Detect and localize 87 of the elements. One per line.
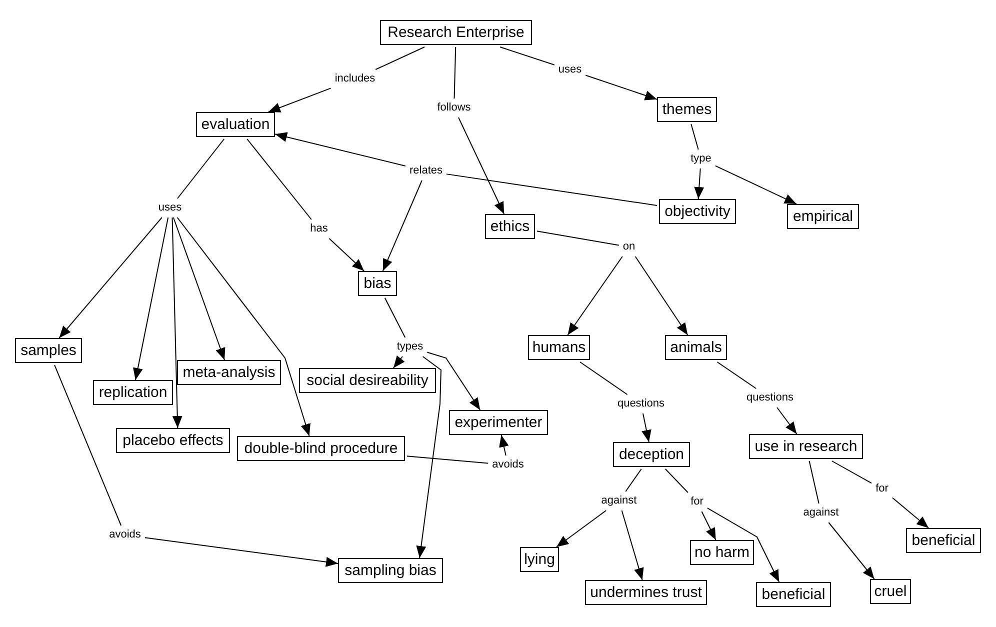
connector-line [808, 460, 820, 504]
connector-line [406, 456, 489, 464]
concept-box: animals [665, 335, 727, 360]
linking-phrase: uses [157, 202, 183, 214]
arrow [416, 356, 442, 558]
arrow [268, 88, 332, 112]
concept-box: evaluation [196, 112, 275, 137]
arrow [499, 434, 509, 456]
concept-box: use in research [749, 434, 863, 459]
arrow [172, 217, 182, 428]
linking-phrase: type [690, 152, 712, 166]
arrow [828, 522, 875, 580]
concept-box: replication [93, 380, 173, 405]
concept-box: cruel [870, 579, 911, 604]
arrow [176, 217, 310, 436]
arrow [556, 510, 607, 548]
concept-box: Research Enterprise [380, 20, 532, 45]
arrow [634, 256, 688, 336]
arrow [144, 537, 338, 567]
connector-line [716, 362, 757, 389]
concept-box: samples [15, 338, 82, 363]
linking-phrase: questions [745, 392, 795, 404]
arrow [58, 217, 162, 338]
linking-phrase: uses [557, 64, 583, 76]
connector-line [454, 46, 456, 99]
arrow [642, 413, 652, 442]
linking-phrase: avoids [491, 458, 525, 472]
concept-box: undermines trust [585, 580, 707, 605]
connector-line [246, 138, 312, 220]
concept-box: meta-analysis [177, 360, 281, 385]
arrow [585, 74, 658, 100]
arrow [714, 165, 797, 204]
connector-line [690, 124, 699, 150]
arrow [694, 168, 704, 200]
arrow [776, 407, 798, 434]
linking-phrase: on [622, 240, 636, 254]
arrow [426, 352, 481, 410]
arrow [567, 256, 623, 336]
concept-box: objectivity [659, 199, 736, 224]
arrow [382, 180, 422, 272]
arrow [621, 510, 644, 580]
concept-box: placebo effects [116, 428, 230, 453]
connector-line [536, 230, 620, 246]
connector-line [625, 468, 642, 492]
connector-line [580, 362, 628, 395]
linking-phrase: has [309, 222, 329, 236]
arrow [392, 355, 405, 368]
concept-box: empirical [787, 204, 859, 229]
linking-phrase: for [874, 482, 890, 496]
connector-line [664, 468, 688, 493]
arrow [274, 132, 406, 166]
connector-line [384, 298, 406, 338]
arrow [701, 511, 716, 540]
concept-box: humans [528, 335, 590, 360]
connector-line [176, 138, 225, 199]
concept-box: social desireability [299, 368, 436, 393]
linking-phrase: for [690, 496, 704, 508]
concept-box: beneficial [906, 528, 981, 553]
linking-phrase: relates [408, 164, 444, 178]
concept-box: double-blind procedure [237, 436, 405, 461]
arrow [328, 238, 365, 272]
linking-phrase: types [396, 340, 424, 354]
connector-line [54, 364, 122, 526]
connector-line [500, 46, 555, 66]
linking-phrase: against [802, 506, 840, 520]
connector-line [831, 460, 872, 484]
connector-line [375, 46, 425, 70]
arrow [172, 217, 226, 360]
concept-box: deception [613, 442, 690, 467]
arrow [892, 497, 930, 528]
concept-box: lying [520, 547, 559, 572]
concept-box: beneficial [756, 582, 831, 607]
concept-box: experimenter [449, 410, 548, 435]
arrow [458, 117, 505, 214]
connector-line [446, 174, 658, 206]
concept-box: sampling bias [338, 558, 443, 583]
concept-box: no harm [690, 540, 754, 565]
linking-phrase: follows [436, 102, 472, 114]
arrow [132, 217, 169, 380]
linking-phrase: avoids [108, 528, 142, 542]
linking-phrase: against [600, 494, 638, 508]
linking-phrase: questions [616, 398, 666, 410]
concept-box: ethics [485, 214, 535, 239]
arrow [706, 508, 780, 582]
linking-phrase: includes [334, 72, 376, 86]
concept-box: themes [657, 97, 717, 122]
concept-box: bias [358, 271, 397, 296]
